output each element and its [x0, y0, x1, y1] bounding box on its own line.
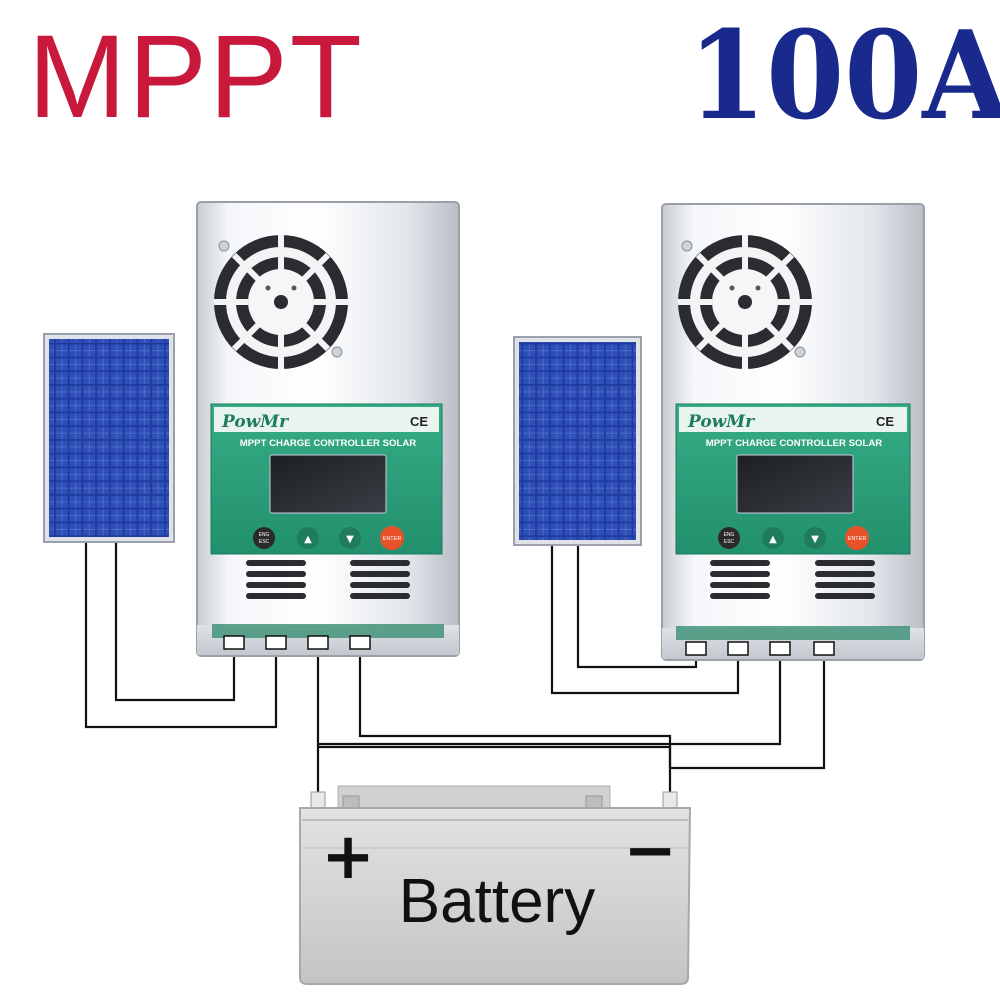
- lcd-display-left: [269, 454, 387, 514]
- terminals-left: [223, 635, 371, 650]
- battery-icon: [299, 785, 692, 985]
- charge-controller-right: PowMr CE MPPT CHARGE CONTROLLER SOLAR EN…: [661, 203, 925, 661]
- esc-button-left[interactable]: [253, 527, 275, 549]
- svg-text:▲: ▲: [304, 534, 312, 545]
- svg-text:▼: ▼: [346, 534, 354, 545]
- charge-controller-left: PowMr CE MPPT CHARGE CONTROLLER SOLAR EN…: [196, 201, 460, 657]
- product-subtitle-left: MPPT CHARGE CONTROLLER SOLAR: [240, 438, 416, 449]
- title-100a: 100A: [688, 3, 1000, 147]
- brand-logo-left: PowMr: [221, 412, 289, 432]
- down-button-right[interactable]: [804, 527, 826, 549]
- ce-mark-left: CE: [410, 414, 428, 429]
- enter-button-right[interactable]: [845, 526, 869, 550]
- terminals-right: [685, 641, 835, 656]
- brand-logo-right: PowMr: [687, 412, 755, 432]
- esc-button-right[interactable]: [718, 527, 740, 549]
- svg-text:▼: ▼: [811, 534, 819, 545]
- battery-positive: +: [321, 820, 375, 894]
- enter-button-left[interactable]: [380, 526, 404, 550]
- svg-text:ENTER: ENTER: [383, 536, 402, 542]
- fan-icon: [678, 235, 812, 369]
- svg-text:ENG: ENG: [724, 532, 735, 538]
- up-button-right[interactable]: [762, 527, 784, 549]
- fan-icon: [214, 235, 348, 369]
- svg-text:ENG: ENG: [259, 532, 270, 538]
- solar-panel-left: [43, 333, 175, 543]
- svg-text:▲: ▲: [769, 534, 777, 545]
- svg-text:ESC: ESC: [259, 539, 270, 545]
- svg-text:ESC: ESC: [724, 539, 735, 545]
- wires-left: [84, 540, 672, 800]
- lcd-display-right: [736, 454, 854, 514]
- title-mppt: MPPT: [28, 11, 364, 143]
- down-button-left[interactable]: [339, 527, 361, 549]
- ce-mark-right: CE: [876, 414, 894, 429]
- product-subtitle-right: MPPT CHARGE CONTROLLER SOLAR: [706, 438, 882, 449]
- svg-text:ENTER: ENTER: [848, 536, 867, 542]
- up-button-left[interactable]: [297, 527, 319, 549]
- battery-label: Battery: [399, 867, 595, 936]
- solar-panel-right: [513, 336, 642, 546]
- battery-negative: −: [623, 814, 677, 888]
- vent-slots-left: [246, 560, 410, 599]
- vent-slots-right: [710, 560, 875, 599]
